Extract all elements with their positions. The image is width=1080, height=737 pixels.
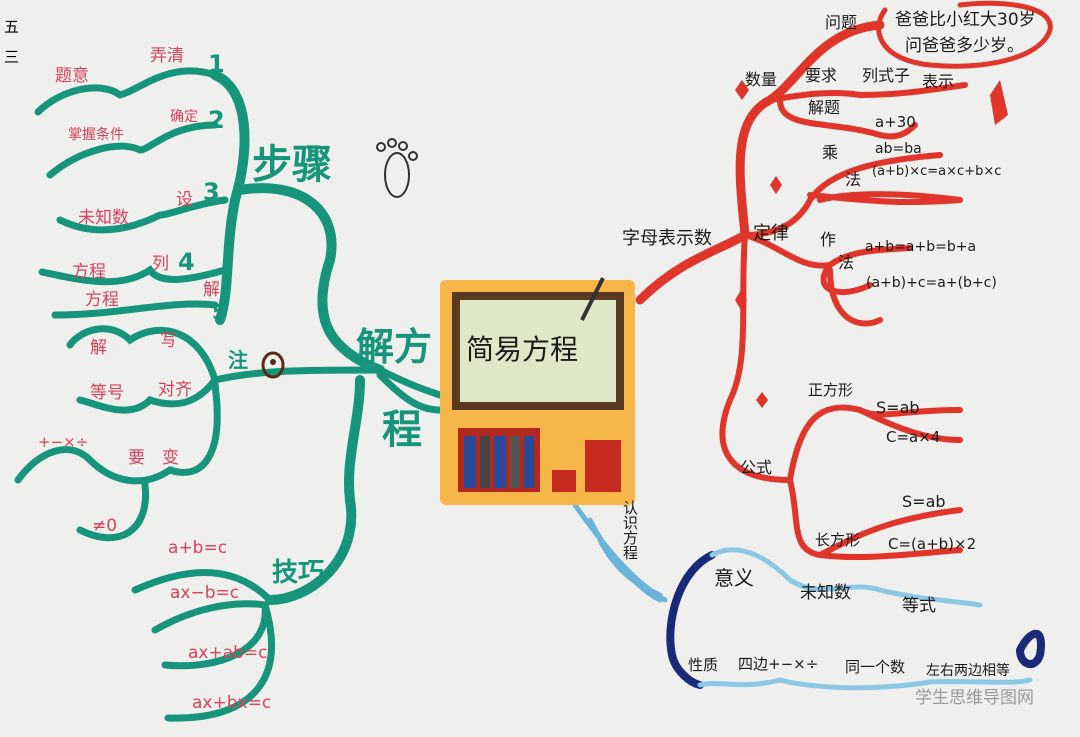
problem-line-1: 爸爸比小红大30岁 [895, 10, 1036, 30]
decor-diamonds [735, 80, 1008, 408]
know-branches [572, 502, 1045, 691]
note-label: 注 [228, 348, 248, 372]
know-title: 认识方程 [621, 500, 639, 560]
step-number: 3 [203, 178, 220, 206]
note-item: 要 [128, 448, 145, 468]
question-label: 问题 [825, 13, 858, 32]
note-item: 等号 [90, 383, 124, 403]
step-verb: 解 [203, 280, 220, 300]
step-verb: 弄清 [150, 46, 184, 66]
step-number: 5 [212, 300, 226, 324]
steps-branches [14, 67, 444, 722]
tip-item: ax+ab=c [188, 643, 268, 663]
mult-formula: ab=ba [875, 141, 922, 157]
mult-char-a: 乘 [822, 143, 839, 162]
square-perimeter: C=a×4 [886, 428, 941, 446]
add-formula: (a+b)+c=a+(b+c) [866, 275, 997, 291]
note-item: 对齐 [158, 380, 192, 400]
meaning-item: 等式 [902, 596, 936, 616]
note-item: +−×÷ [38, 433, 89, 451]
note-item: 解 [90, 338, 107, 358]
add-formula: a+b=a+b=b+a [865, 239, 977, 255]
step-object: 方程 [72, 262, 106, 282]
rect-area: S=ab [902, 492, 946, 511]
step-verb: 设 [176, 190, 193, 210]
property-item: 左右两边相等 [926, 663, 1010, 679]
property-item: 同一个数 [845, 658, 906, 676]
laws-label: 定律 [753, 223, 789, 244]
quantity-label: 数量 [745, 70, 778, 89]
corner-mark-b: 三 [4, 48, 20, 66]
letters-title: 字母表示数 [622, 228, 712, 249]
mult-formula: (a+b)×c=a×c+b×c [872, 164, 1002, 179]
answer-expression: a+30 [875, 113, 916, 131]
step-number: 1 [208, 50, 225, 78]
step-object: 掌握条件 [68, 127, 124, 143]
footprint-icon [376, 138, 418, 198]
formulas-label: 公式 [740, 458, 773, 477]
note-item: ≠0 [92, 516, 118, 536]
letters-branches [635, 0, 1053, 561]
step-object: 方程 [85, 290, 119, 310]
mult-char-b: 法 [845, 170, 862, 189]
expression-label: 列式子 [862, 66, 911, 85]
solve-title: 解方 [356, 325, 433, 369]
step-object: 题意 [55, 66, 89, 86]
property-item: 四边+−×÷ [738, 655, 819, 673]
requirement-label: 要求 [805, 66, 838, 85]
step-verb: 确定 [170, 109, 198, 125]
rect-perimeter: C=(a+b)×2 [888, 535, 977, 553]
center-title: 简易方程 [466, 333, 579, 366]
center-card [440, 277, 635, 505]
meaning-item: 未知数 [800, 583, 851, 603]
property-label: 性质 [688, 656, 719, 674]
square-area: S=ab [876, 398, 920, 417]
solve-title-2: 程 [382, 407, 422, 453]
add-char-b: 法 [838, 253, 855, 272]
meaning-label: 意义 [714, 566, 754, 590]
tip-item: ax−b=c [170, 583, 240, 603]
step-verb: 列 [152, 254, 169, 274]
watermark: 学生思维导图网 [915, 688, 1034, 708]
note-item: 写 [160, 331, 177, 351]
tip-item: a+b=c [168, 538, 228, 558]
tip-item: ax+bx=c [192, 693, 272, 713]
square-label: 正方形 [808, 381, 854, 399]
step-number: 2 [208, 106, 225, 134]
solve-problem-label: 解题 [808, 98, 841, 117]
steps-title: 步骤 [252, 142, 332, 188]
warning-icon [261, 351, 285, 379]
add-char-a: 作 [820, 230, 837, 249]
problem-line-2: 问爸爸多少岁。 [905, 36, 1024, 56]
corner-mark-a: 五 [4, 18, 20, 36]
rect-label: 长方形 [815, 531, 861, 549]
step-object: 未知数 [78, 208, 129, 228]
tips-label: 技巧 [272, 558, 325, 588]
step-number: 4 [178, 248, 195, 276]
note-item: 变 [162, 448, 179, 468]
show-label: 表示 [922, 72, 955, 91]
